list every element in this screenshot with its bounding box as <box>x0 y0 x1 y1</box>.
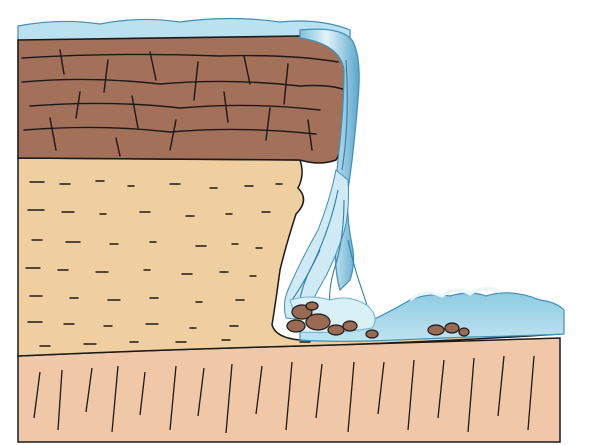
boulder <box>343 321 357 331</box>
boulder <box>459 328 469 336</box>
caprock-layer <box>18 36 354 163</box>
boulder <box>428 325 444 335</box>
bedrock-layer <box>18 338 560 442</box>
boulder <box>306 314 330 330</box>
boulder <box>287 320 305 332</box>
boulder <box>366 330 378 338</box>
boulder <box>445 323 459 333</box>
boulder <box>328 325 344 335</box>
boulder <box>306 302 318 310</box>
